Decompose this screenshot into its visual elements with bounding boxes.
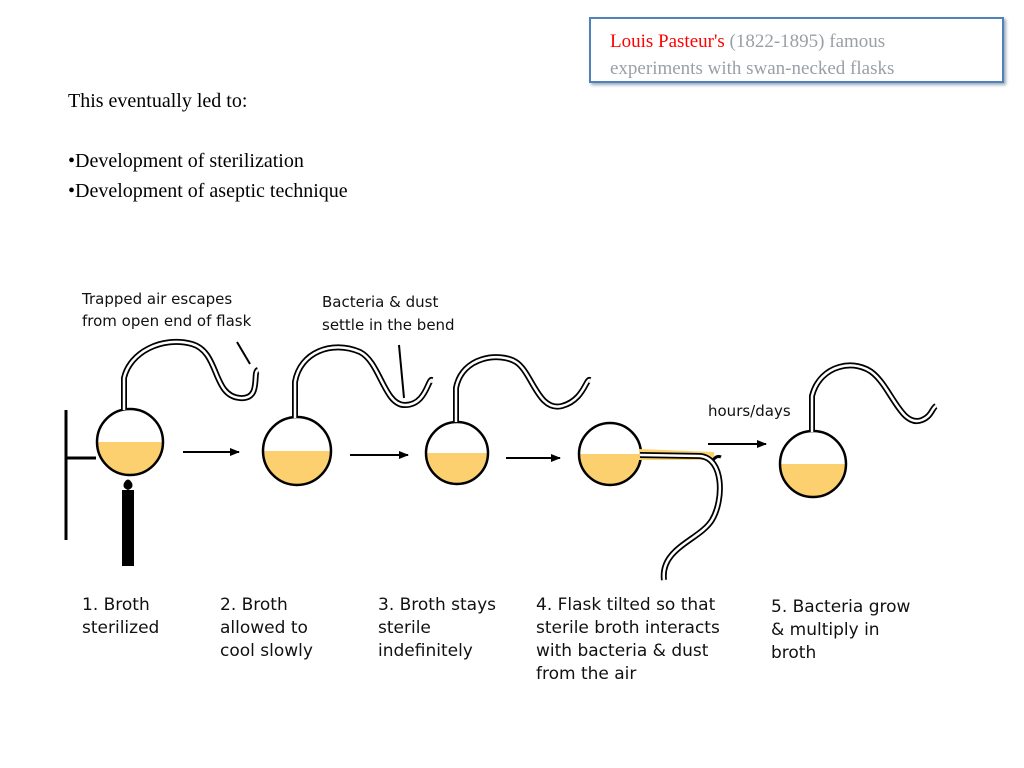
bacteria-callout-line-1: Bacteria & dust <box>322 293 438 311</box>
flask-1 <box>95 338 261 477</box>
intro-text: This eventually led to: <box>68 90 248 112</box>
broth-1 <box>97 442 163 475</box>
air-callout-line-1: Trapped air escapes <box>81 290 232 308</box>
step-5-caption-line: & multiply in <box>771 620 880 640</box>
air-callout-line-2: from open end of flask <box>82 312 252 330</box>
broth-3 <box>427 453 487 483</box>
air-callout-pointer <box>236 341 251 365</box>
step-4-caption-line: sterile broth interacts <box>536 618 720 638</box>
step-2-caption-line: allowed to <box>220 618 308 638</box>
bullet-aseptic: •Development of aseptic technique <box>68 180 348 202</box>
flask-3 <box>424 354 593 486</box>
step-5-caption-line: 5. Bacteria grow <box>771 597 911 617</box>
step-captions: 1. Broth sterilized 2. Broth allowed to cool… <box>82 595 911 684</box>
step-5-caption-line: broth <box>771 643 816 663</box>
time-label: hours/days <box>708 402 791 420</box>
broth-2 <box>263 451 331 485</box>
step-2-caption-line: 2. Broth <box>220 595 288 615</box>
flask-2 <box>261 344 435 487</box>
process-arrows <box>183 440 767 462</box>
ring-stand <box>64 410 96 540</box>
title-box: Louis Pasteur's (1822-1895) famous exper… <box>589 17 1004 83</box>
step-4-caption-line: from the air <box>536 664 636 684</box>
step-1-caption-line: 1. Broth <box>82 595 150 615</box>
step-4-caption-line: 4. Flask tilted so that <box>536 595 716 615</box>
title-name: Louis Pasteur's <box>610 31 725 52</box>
bacteria-callout-line-2: settle in the bend <box>322 316 455 334</box>
title-line-1: Louis Pasteur's (1822-1895) famous <box>610 28 994 55</box>
step-3-caption-line: indefinitely <box>378 641 473 661</box>
step-3-caption-line: 3. Broth stays <box>378 595 496 615</box>
bacteria-callout-pointer <box>398 344 405 399</box>
step-1-caption-line: sterilized <box>82 618 159 638</box>
flask-4 <box>577 421 723 581</box>
burner-icon <box>122 479 134 566</box>
title-line-2: experiments with swan-necked flasks <box>610 58 895 79</box>
step-3-caption-line: sterile <box>378 618 431 638</box>
title-dates: (1822-1895) famous <box>729 31 886 52</box>
bullet-sterilization: •Development of sterilization <box>68 150 304 172</box>
step-2-caption-line: cool slowly <box>220 641 313 661</box>
broth-4 <box>579 454 641 485</box>
flask-5 <box>778 362 938 499</box>
step-4-caption-line: with bacteria & dust <box>536 641 709 661</box>
broth-5 <box>781 464 845 496</box>
